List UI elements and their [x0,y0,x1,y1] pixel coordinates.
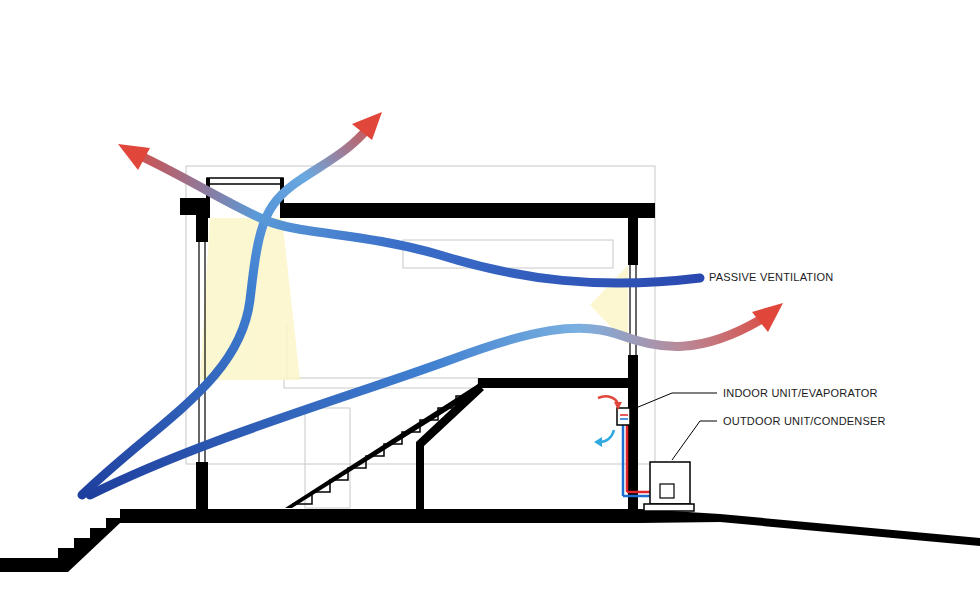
indoor-unit-label: INDOOR UNIT/EVAPORATOR [722,387,879,400]
ventilation-label: PASSIVE VENTILATION [708,271,834,284]
outdoor-unit-label: OUTDOOR UNIT/CONDENSER [722,415,887,428]
